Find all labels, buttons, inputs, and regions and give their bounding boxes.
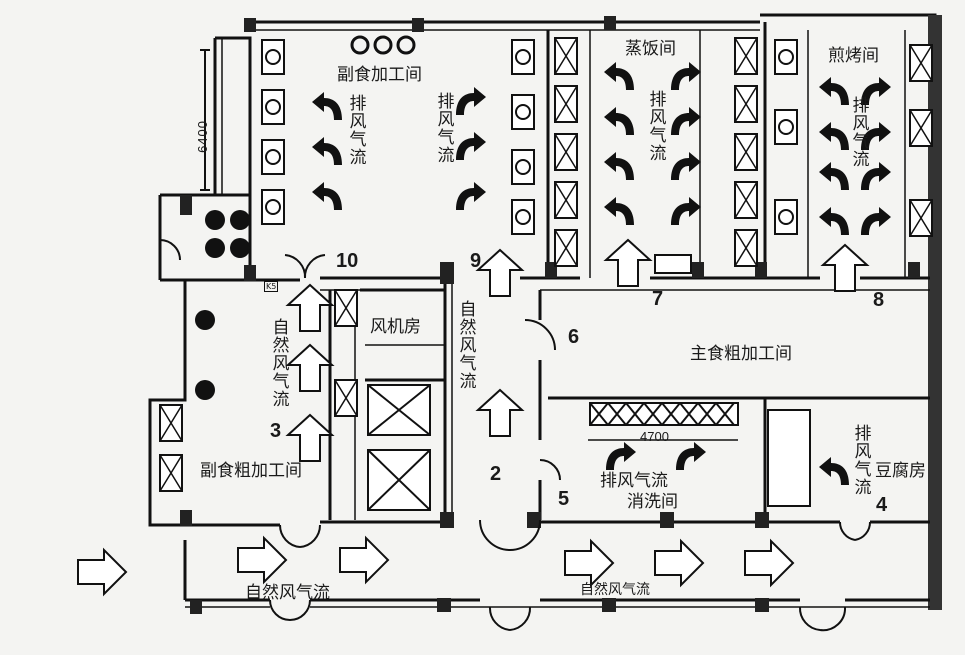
door-number-8: 8	[873, 289, 885, 311]
door-number-5: 5	[558, 488, 570, 510]
room-label-side-dish-rough-processing: 副食粗加工间	[200, 461, 302, 481]
exhaust-label: 排风气流	[433, 92, 454, 164]
room-label-washing: 消洗间	[627, 492, 678, 512]
room-label-fan-room: 风机房	[370, 317, 421, 337]
exhaust-label: 排风气流	[645, 90, 666, 162]
door-number-3: 3	[270, 420, 282, 442]
door-number-4: 4	[876, 494, 888, 516]
columns	[180, 16, 920, 614]
exhaust-label: 排风气流	[345, 94, 366, 166]
dimension-6400: 6400	[195, 120, 210, 153]
exhaust-label: 排风气流	[850, 424, 871, 496]
exhaust-label: 排风气流	[600, 471, 668, 491]
room-label-frying-baking: 煎烤间	[828, 46, 879, 66]
door-number-2: 2	[490, 463, 502, 485]
door-number-7: 7	[652, 288, 664, 310]
door-number-6: 6	[568, 326, 580, 348]
exhaust-label: 排风气流	[848, 96, 869, 168]
tag-k5: K5	[264, 281, 279, 293]
room-label-tofu: 豆腐房	[875, 461, 926, 481]
room-label-staple-rough-processing: 主食粗加工间	[690, 344, 792, 364]
door-number-10: 10	[336, 250, 359, 272]
room-label-side-dish-processing: 副食加工间	[337, 65, 422, 85]
natural-air-label: 自然风气流	[580, 582, 650, 598]
room-label-steamed-rice: 蒸饭间	[625, 39, 676, 59]
dimension-4700: 4700	[640, 429, 669, 444]
walls	[148, 13, 942, 611]
natural-air-label: 自然风气流	[455, 300, 476, 390]
doors	[159, 49, 872, 632]
natural-air-arrows	[77, 239, 868, 595]
door-number-9: 9	[470, 250, 482, 272]
natural-air-label: 自然风气流	[245, 583, 330, 603]
natural-air-label: 自然风气流	[268, 318, 289, 408]
hoods-and-equipment	[159, 35, 933, 511]
